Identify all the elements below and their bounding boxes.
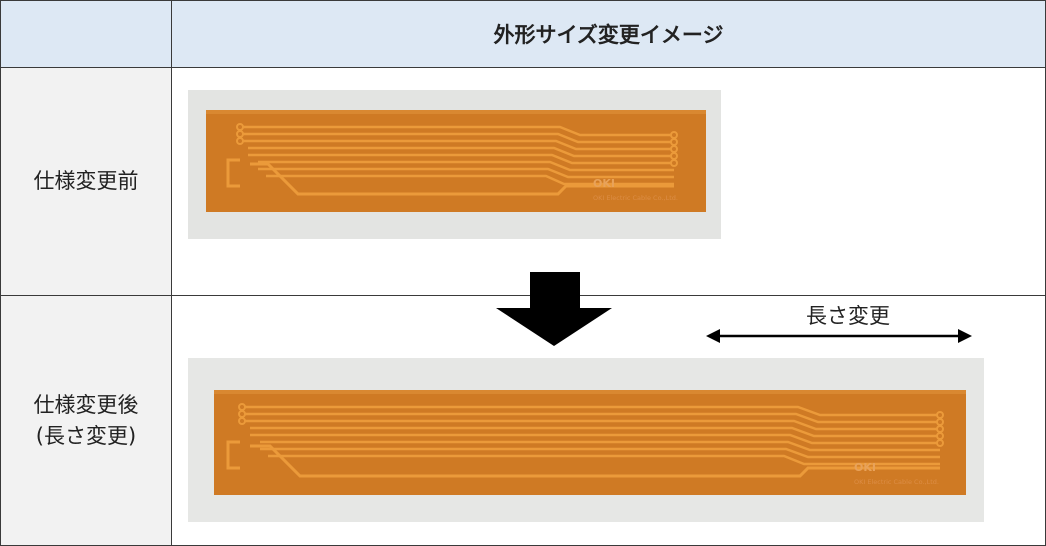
- row-label-after-line1: 仕様変更後: [33, 392, 139, 417]
- logo-brand-before: OKI: [593, 177, 615, 190]
- logo-company-before: OKI Electric Cable Co.,Ltd.: [593, 194, 678, 202]
- header-title-cell: 外形サイズ変更イメージ: [171, 0, 1046, 68]
- row-label-after-line2: (長さ変更): [35, 423, 137, 448]
- row-label-before-text: 仕様変更前: [33, 169, 139, 193]
- down-arrow-icon: [496, 272, 612, 346]
- row-label-before: 仕様変更前: [0, 67, 172, 296]
- logo-company-after: OKI Electric Cable Co.,Ltd.: [854, 478, 939, 486]
- row-label-after: 仕様変更後 (長さ変更): [0, 295, 172, 546]
- flex-cable-photo-before: OKI OKI Electric Cable Co.,Ltd.: [188, 90, 721, 239]
- logo-brand-after: OKI: [854, 461, 876, 474]
- flex-cable-photo-after: OKI OKI Electric Cable Co.,Ltd.: [188, 358, 984, 522]
- double-arrow-icon: [706, 329, 972, 343]
- length-change-label: 長さ変更: [806, 304, 890, 328]
- page-title: 外形サイズ変更イメージ: [493, 23, 724, 47]
- header-blank-cell: [0, 0, 172, 68]
